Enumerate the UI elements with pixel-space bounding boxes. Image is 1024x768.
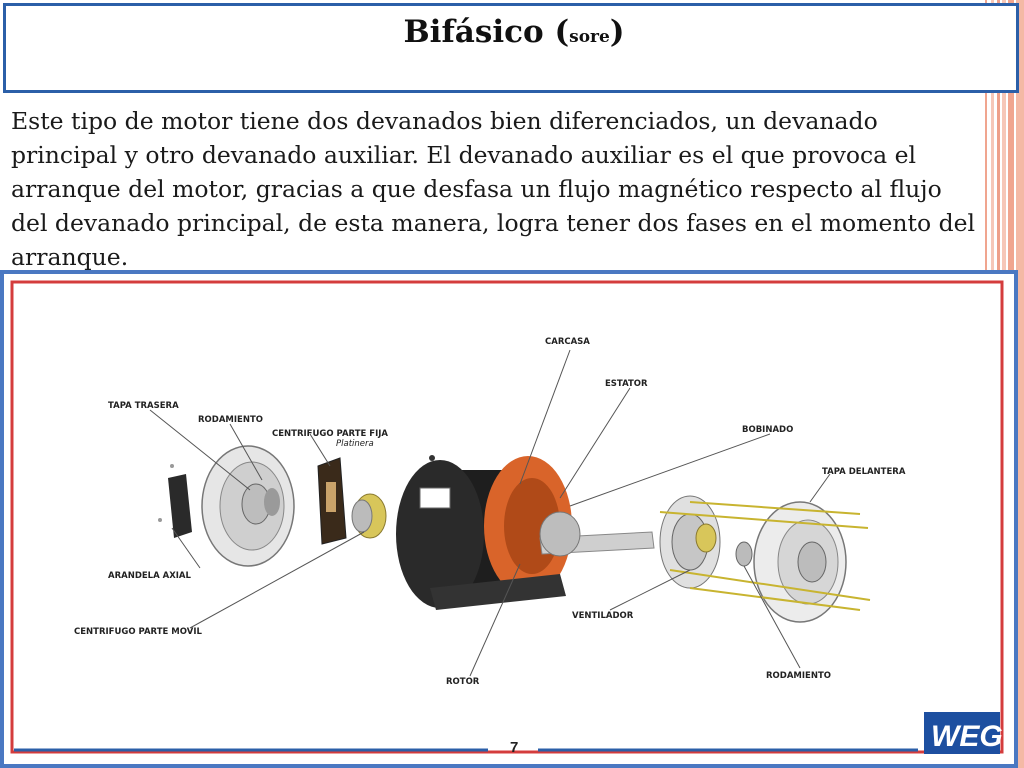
label-bobinado: BOBINADO <box>742 425 793 435</box>
label-tapa-trasera: TAPA TRASERA <box>108 401 179 411</box>
weg-logo: WEG <box>924 712 1003 754</box>
arandela-axial-part <box>158 464 192 538</box>
label-centrifugo-fija: CENTRIFUGO PARTE FIJA <box>272 429 388 439</box>
leader-lines <box>149 349 831 677</box>
motor-exploded-diagram: CARCASA ESTATOR BOBINADO TAPA DELANTERA … <box>0 270 1018 768</box>
logo-text: WEG <box>931 720 1003 753</box>
title-small: sore <box>569 27 610 47</box>
label-tapa-delantera: TAPA DELANTERA <box>822 467 906 477</box>
label-carcasa: CARCASA <box>545 337 590 347</box>
tapa-delantera-part <box>753 501 847 623</box>
rotor-shaft <box>539 511 655 557</box>
motor-body <box>396 455 572 610</box>
label-platinera: Platinera <box>336 439 374 449</box>
label-rotor: ROTOR <box>446 677 480 687</box>
label-rodamiento-front: RODAMIENTO <box>766 671 831 681</box>
centrifugo-movil-part <box>351 493 387 539</box>
page-number: 7 <box>510 739 518 756</box>
tapa-trasera-part <box>201 445 295 567</box>
ventilador-part <box>659 495 753 589</box>
centrifugo-fija-part <box>317 457 347 545</box>
body-text: Este tipo de motor tiene dos devanados b… <box>11 107 976 271</box>
label-ventilador: VENTILADOR <box>572 611 634 621</box>
label-estator: ESTATOR <box>605 379 648 389</box>
slide-title: Bifásico (sore) <box>403 14 625 50</box>
tie-rods <box>659 501 871 611</box>
label-arandela-axial: ARANDELA AXIAL <box>108 571 192 581</box>
label-rodamiento-rear: RODAMIENTO <box>198 415 263 425</box>
title-box: Bifásico (sore) <box>3 3 1019 93</box>
label-centrifugo-movil: CENTRIFUGO PARTE MOVIL <box>74 627 202 637</box>
